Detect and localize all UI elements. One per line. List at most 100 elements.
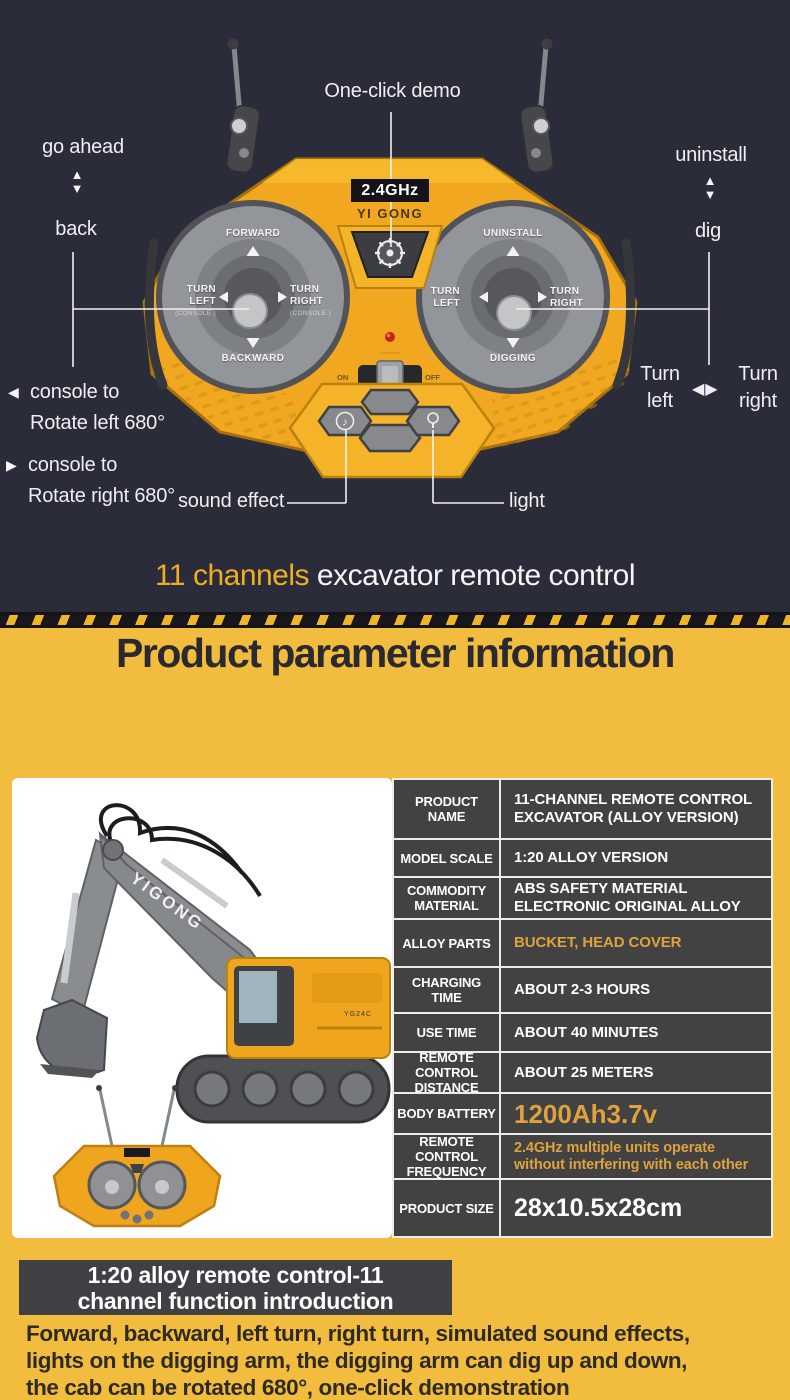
row-label: MODEL SCALE xyxy=(394,840,501,876)
table-row: USE TIME ABOUT 40 MINUTES xyxy=(394,1014,771,1053)
left-stick[interactable] xyxy=(156,200,350,394)
right-antenna-mount xyxy=(519,104,554,174)
aux-button-bottom[interactable] xyxy=(358,423,422,453)
left-label: LEFT xyxy=(189,296,216,307)
row-label: REMOTE CONTROL DISTANCE xyxy=(394,1050,501,1095)
switch-off-label: OFF xyxy=(425,373,440,382)
excavator-photo: YIGONG YG24C xyxy=(35,803,391,1228)
table-row: MODEL SCALE 1:20 ALLOY VERSION xyxy=(394,840,771,878)
turn-left-label-2: left xyxy=(647,390,673,412)
svg-text:♪: ♪ xyxy=(342,417,348,429)
table-row: COMMODITY MATERIAL ABS SAFETY MATERIAL EL… xyxy=(394,878,771,920)
sound-effect-label: sound effect xyxy=(178,490,285,512)
aux-button-top[interactable] xyxy=(360,388,420,416)
right-label: RIGHT xyxy=(550,298,584,309)
row-label: PRODUCT NAME xyxy=(394,780,501,838)
right-label: RIGHT xyxy=(290,296,324,307)
row-value: 1:20 ALLOY VERSION xyxy=(514,849,669,866)
brand-label: YI GONG xyxy=(356,206,424,221)
hazard-stripe-divider xyxy=(0,612,790,628)
light-button[interactable] xyxy=(405,405,461,437)
left-antenna-mount xyxy=(226,104,261,174)
frequency-badge: 2.4GHz xyxy=(351,179,429,202)
title-accent: 11 channels xyxy=(154,559,310,592)
function-intro-badge: 1:20 alloy remote control-11 channel fun… xyxy=(19,1260,452,1315)
body-model-label: YG24C xyxy=(344,1011,372,1018)
function-description: Forward, backward, left turn, right turn… xyxy=(26,1320,776,1400)
table-row: REMOTE CONTROL DISTANCE ABOUT 25 METERS xyxy=(394,1050,771,1095)
turn-right-label-2: right xyxy=(739,390,777,412)
row-value: 28x10.5x28cm xyxy=(514,1194,683,1222)
remote-diagram-section: ♪ O xyxy=(0,0,790,612)
console-sub-label: (CONSOLE ) xyxy=(290,310,331,317)
row-value: ABOUT 25 METERS xyxy=(514,1063,654,1081)
one-click-demo-label: One-click demo xyxy=(324,80,461,102)
left-right-arrows-icon: ◀▶ xyxy=(692,381,719,398)
one-click-demo-button[interactable] xyxy=(350,231,430,278)
row-value: 2.4GHz multiple units operate without in… xyxy=(514,1139,749,1173)
back-label: back xyxy=(55,218,97,240)
up-down-arrows-icon: ▲▼ xyxy=(703,173,717,202)
go-ahead-label: go ahead xyxy=(42,136,124,158)
row-value: ABOUT 40 MINUTES xyxy=(514,1023,659,1041)
sound-effect-button[interactable]: ♪ xyxy=(317,405,373,437)
left-arrow-icon: ◀ xyxy=(8,384,19,400)
description-line: lights on the digging arm, the digging a… xyxy=(26,1348,688,1373)
badge-line-1: 1:20 alloy remote control-11 xyxy=(87,1262,384,1288)
badge-line-2: channel function introduction xyxy=(77,1288,394,1314)
table-row: BODY BATTERY 1200Ah3.7v xyxy=(394,1094,771,1135)
left-label: LEFT xyxy=(433,298,460,309)
row-value: ABS SAFETY MATERIAL ELECTRONIC ORIGINAL … xyxy=(514,880,741,915)
row-label: COMMODITY MATERIAL xyxy=(394,878,501,918)
row-label: BODY BATTERY xyxy=(394,1094,501,1133)
up-down-arrows-icon: ▲▼ xyxy=(70,167,84,196)
right-arrow-icon: ▶ xyxy=(6,457,17,473)
table-row: PRODUCT NAME 11-CHANNEL REMOTE CONTROL EX… xyxy=(394,780,771,840)
table-row: CHARGING TIME ABOUT 2-3 HOURS xyxy=(394,968,771,1014)
row-label: REMOTE CONTROL FREQUENCY xyxy=(394,1134,501,1179)
title-rest: excavator remote control xyxy=(309,559,636,592)
table-row: REMOTE CONTROL FREQUENCY 2.4GHz multiple … xyxy=(394,1134,771,1180)
switch-on-label: ON xyxy=(337,373,349,382)
power-led xyxy=(385,332,395,342)
product-photo-panel: YIGONG YG24C xyxy=(12,778,392,1238)
uninstall-dial-label: UNINSTALL xyxy=(483,228,543,239)
console-rotate-right-label-2: Rotate right 680° xyxy=(28,485,175,507)
page-title: Product parameter information xyxy=(116,630,675,676)
uninstall-label: uninstall xyxy=(675,144,747,166)
row-label: CHARGING TIME xyxy=(394,968,501,1012)
digging-label: DIGGING xyxy=(489,353,537,364)
light-label: light xyxy=(509,490,545,512)
row-label: ALLOY PARTS xyxy=(394,920,501,966)
dig-label: dig xyxy=(694,220,722,242)
section-title: 11 channels excavator remote control xyxy=(0,559,790,593)
console-rotate-left-label-1: console to xyxy=(30,381,120,403)
console-sub-label: (CONSOLE ) xyxy=(175,310,216,317)
gear-icon xyxy=(375,238,405,268)
row-value: ABOUT 2-3 HOURS xyxy=(514,981,651,998)
backward-label: BACKWARD xyxy=(221,353,285,364)
row-value: 11-CHANNEL REMOTE CONTROL EXCAVATOR (ALL… xyxy=(514,791,752,826)
turn-right-label-1: Turn xyxy=(738,363,778,385)
right-stick[interactable] xyxy=(416,200,610,394)
row-label: USE TIME xyxy=(394,1014,501,1051)
console-rotate-right-label-1: console to xyxy=(28,454,118,476)
row-value: BUCKET, HEAD COVER xyxy=(514,934,682,951)
music-note-icon: ♪ xyxy=(335,411,355,431)
spec-table: PRODUCT NAME 11-CHANNEL REMOTE CONTROL EX… xyxy=(392,778,773,1238)
forward-label: FORWARD xyxy=(225,228,281,239)
turn-label: TURN xyxy=(550,286,580,297)
row-label: PRODUCT SIZE xyxy=(394,1180,501,1236)
remote-illustration: ♪ xyxy=(72,38,710,504)
console-rotate-left-label-2: Rotate left 680° xyxy=(30,412,165,434)
light-bulb-icon xyxy=(427,412,439,428)
mini-remote-photo xyxy=(52,1085,222,1228)
turn-left-label-1: Turn xyxy=(640,363,680,385)
table-row: ALLOY PARTS BUCKET, HEAD COVER xyxy=(394,920,771,968)
description-line: Forward, backward, left turn, right turn… xyxy=(26,1321,690,1346)
annotation-lines xyxy=(72,112,710,504)
table-row: PRODUCT SIZE 28x10.5x28cm xyxy=(394,1180,771,1236)
turn-label: TURN xyxy=(290,284,320,295)
row-value: 1200Ah3.7v xyxy=(514,1098,658,1129)
